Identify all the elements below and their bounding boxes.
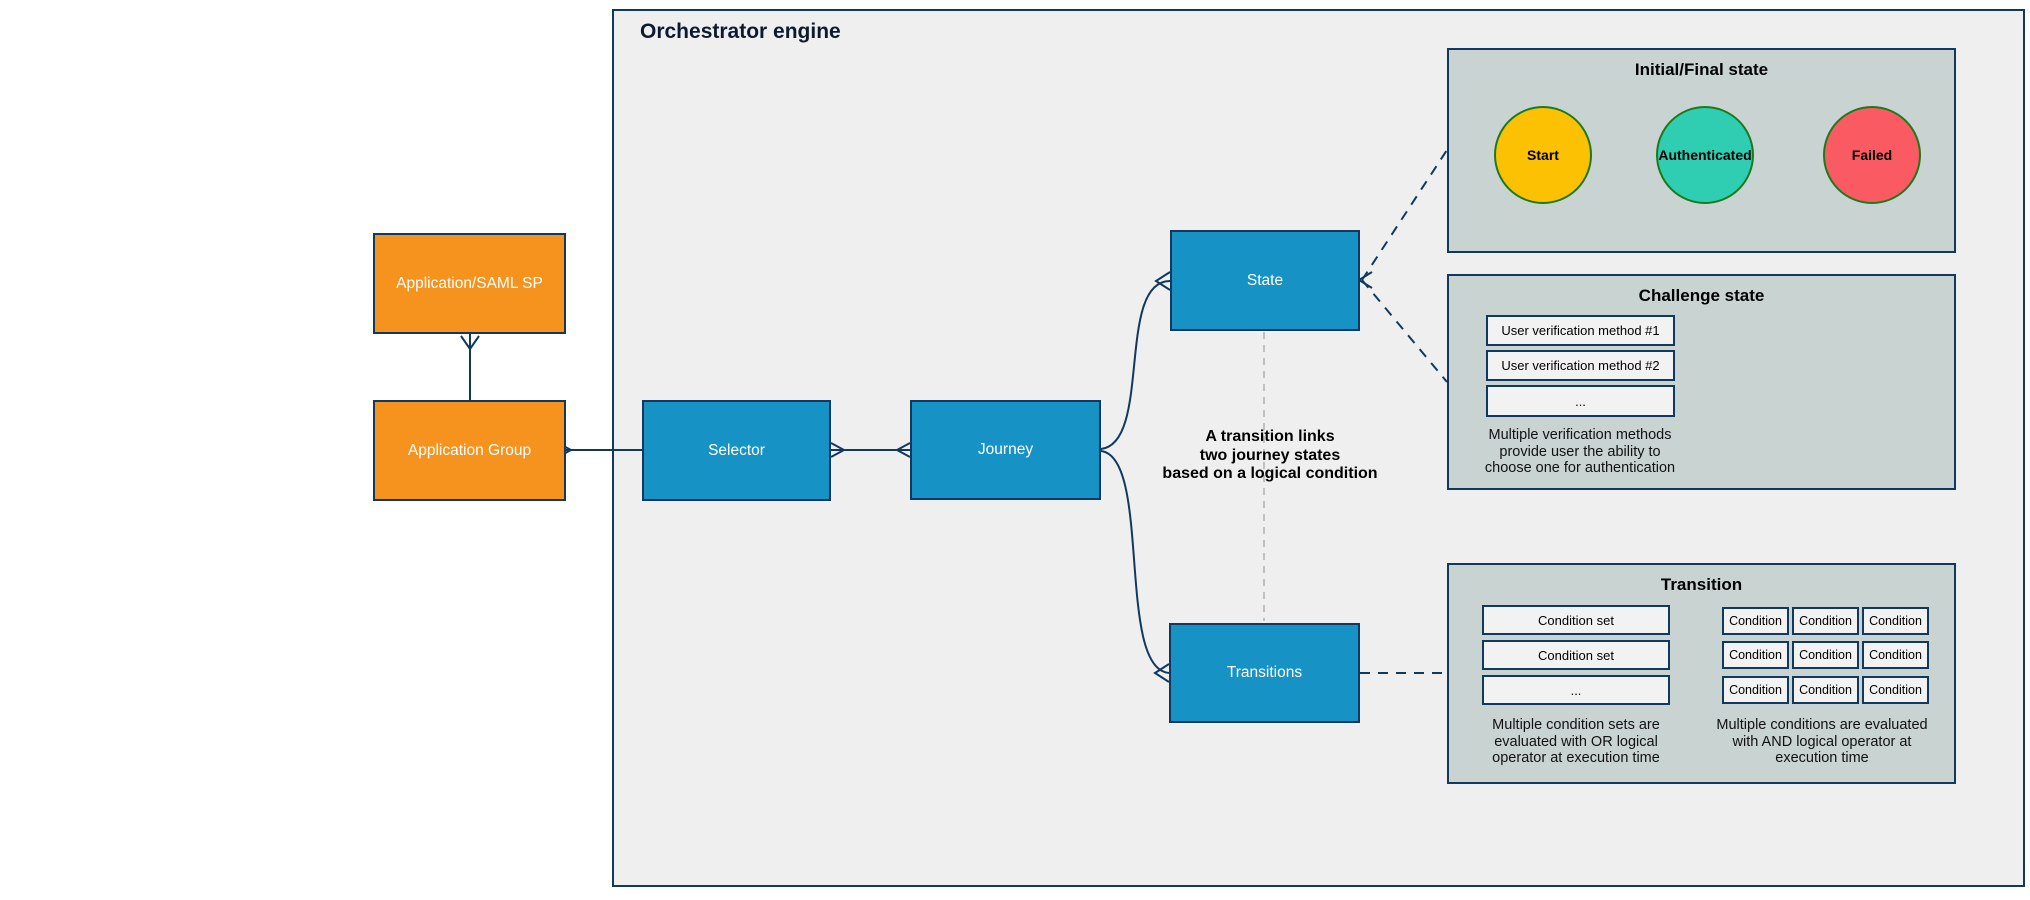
- open-arrow-left-icon: [1153, 663, 1170, 683]
- panel-transition: Transition Condition set Condition set .…: [1447, 563, 1956, 784]
- verification-method-box: User verification method #1: [1486, 315, 1675, 346]
- annotation-line: two journey states: [1199, 446, 1341, 464]
- node-label: Journey: [977, 441, 1034, 458]
- verification-method-box: ...: [1486, 385, 1675, 417]
- state-circle-start: Start: [1494, 106, 1592, 204]
- condition-box: Condition: [1722, 607, 1789, 635]
- annotation-line: A transition links: [1205, 428, 1335, 445]
- condition-box: Condition: [1862, 607, 1929, 635]
- condition-box: Condition: [1792, 641, 1859, 669]
- caption-line: Multiple condition sets are: [1492, 717, 1660, 733]
- open-arrow-left-icon: [1154, 271, 1171, 291]
- condition-box: Condition: [1722, 641, 1789, 669]
- node-selector: Selector: [642, 400, 831, 501]
- circle-label: Failed: [1851, 147, 1893, 163]
- panel-title: Challenge state: [1638, 286, 1765, 305]
- condition-set-label: Condition set: [1538, 647, 1614, 663]
- annotation-line: based on a logical condition: [1162, 465, 1378, 482]
- open-arrow-left-icon: [894, 442, 911, 458]
- node-application-group: Application Group: [373, 400, 566, 501]
- conditions-caption: Multiple conditions are evaluated with A…: [1695, 717, 1949, 767]
- node-label: Transitions: [1226, 664, 1303, 681]
- condition-box: Condition: [1792, 607, 1859, 635]
- condition-box: Condition: [1792, 676, 1859, 704]
- caption-line: provide user the ability to: [1499, 443, 1661, 460]
- node-label: Application Group: [407, 441, 532, 459]
- condition-label: Condition: [1729, 648, 1782, 662]
- panel-initial-final-state: Initial/Final state Start Authenticated …: [1447, 48, 1956, 253]
- verification-method-label: User verification method #1: [1501, 323, 1660, 338]
- connector-journey-to-transitions: [1100, 450, 1171, 674]
- open-arrow-right-icon: [830, 442, 847, 458]
- condition-sets-caption: Multiple condition sets are evaluated wi…: [1449, 717, 1703, 767]
- transition-annotation: A transition links two journey states ba…: [1100, 428, 1440, 484]
- condition-label: Condition: [1799, 683, 1852, 697]
- caption-line: Multiple verification methods: [1488, 427, 1672, 443]
- node-label: Selector: [708, 441, 765, 459]
- verification-method-label: ...: [1575, 393, 1586, 409]
- condition-label: Condition: [1729, 614, 1782, 628]
- node-state: State: [1170, 230, 1360, 331]
- condition-set-box: Condition set: [1482, 640, 1670, 670]
- caption-line: Multiple conditions are evaluated: [1716, 717, 1928, 733]
- condition-label: Condition: [1869, 648, 1922, 662]
- condition-box: Condition: [1862, 641, 1929, 669]
- caption-line: evaluated with OR logical: [1494, 733, 1658, 750]
- condition-label: Condition: [1799, 614, 1852, 628]
- panel-challenge-state: Challenge state User verification method…: [1447, 274, 1956, 490]
- condition-label: Condition: [1869, 683, 1922, 697]
- node-label: State: [1246, 271, 1284, 289]
- caption-line: execution time: [1775, 750, 1869, 766]
- connector-state-to-initialfinal-panel: [1361, 149, 1448, 281]
- condition-set-box: Condition set: [1482, 605, 1670, 635]
- condition-box: Condition: [1722, 676, 1789, 704]
- panel-title: Transition: [1660, 575, 1743, 594]
- condition-label: Condition: [1729, 683, 1782, 697]
- node-label: Application/SAML SP: [396, 274, 543, 292]
- condition-label: Condition: [1869, 614, 1922, 628]
- node-transitions: Transitions: [1169, 623, 1360, 723]
- panel-title: Initial/Final state: [1634, 60, 1769, 79]
- caption-line: operator at execution time: [1492, 750, 1660, 766]
- orchestrator-engine-title: Orchestrator engine: [640, 20, 841, 43]
- open-arrow-down-icon: [460, 335, 480, 351]
- node-journey: Journey: [910, 400, 1101, 500]
- circle-label: Authenticated: [1658, 147, 1752, 163]
- condition-label: Condition: [1799, 648, 1852, 662]
- verification-method-box: User verification method #2: [1486, 350, 1675, 381]
- circle-label: Start: [1527, 147, 1559, 163]
- node-application-saml-sp: Application/SAML SP: [373, 233, 566, 334]
- caption-line: with AND logical operator at: [1732, 733, 1912, 750]
- condition-set-box: ...: [1482, 675, 1670, 705]
- caption-line: choose one for authentication: [1484, 460, 1676, 476]
- challenge-caption: Multiple verification methods provide us…: [1450, 427, 1710, 477]
- condition-set-label: ...: [1570, 682, 1582, 698]
- state-circle-authenticated: Authenticated: [1656, 106, 1754, 204]
- connector-state-to-challenge-panel: [1361, 279, 1448, 383]
- connector-journey-to-state: [1100, 280, 1171, 450]
- condition-box: Condition: [1862, 676, 1929, 704]
- verification-method-label: User verification method #2: [1501, 358, 1660, 373]
- condition-set-label: Condition set: [1538, 612, 1614, 628]
- state-circle-failed: Failed: [1823, 106, 1921, 204]
